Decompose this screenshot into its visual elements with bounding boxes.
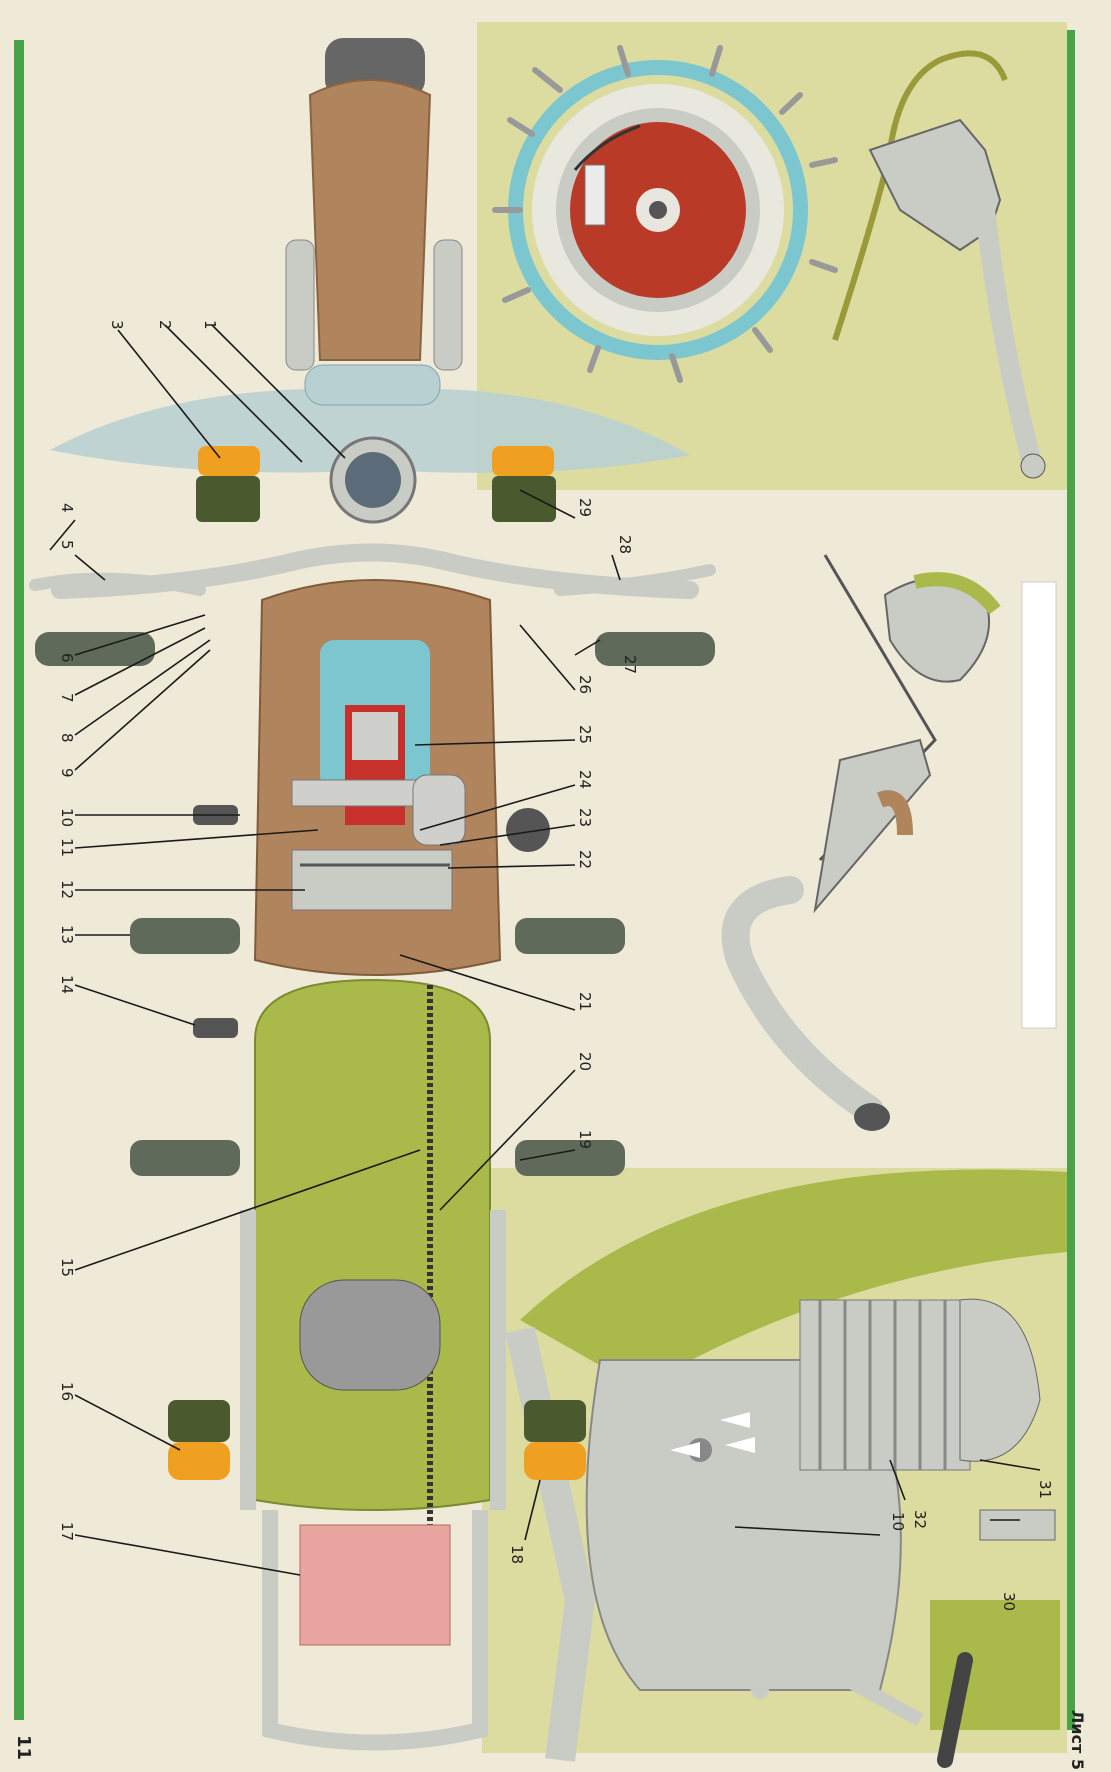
sheet-label: Лист 5	[1068, 1710, 1087, 1770]
right-grip	[595, 632, 715, 666]
front-fender	[308, 79, 432, 361]
callout-22: 22	[576, 850, 594, 869]
footpegs	[130, 805, 625, 1176]
callout-28: 28	[616, 535, 634, 554]
blank-label-box	[1021, 581, 1057, 1029]
callout-31: 31	[1036, 1480, 1054, 1499]
rear-hub	[299, 1279, 441, 1391]
callout-6: 6	[58, 653, 76, 663]
callout-7: 7	[58, 693, 76, 703]
fuel-tank	[520, 1169, 1067, 1388]
front-right-turn-signal	[492, 446, 556, 522]
left-border-strip	[14, 40, 24, 1720]
gear-lever-arm	[691, 1441, 769, 1699]
callout-23: 23	[576, 808, 594, 827]
callout-24: 24	[576, 770, 594, 789]
motorcycle-top-view	[29, 38, 716, 1751]
callout-16: 16	[58, 1382, 76, 1401]
cylinder-fins	[799, 1298, 1041, 1471]
callout-2: 2	[156, 320, 174, 330]
callout-15: 15	[58, 1258, 76, 1277]
callout-20: 20	[576, 1052, 594, 1071]
rear-mudguard	[299, 1524, 451, 1646]
callout-4: 4	[58, 503, 76, 513]
callout-29: 29	[576, 498, 594, 517]
cable-adjuster	[979, 1509, 1056, 1541]
callout-5: 5	[58, 540, 76, 550]
rear-brake-pedal-linkage-icon	[721, 554, 1001, 1131]
callout-25: 25	[576, 725, 594, 744]
drum-brake-assembly-icon	[492, 45, 838, 383]
front-left-turn-signal	[196, 446, 260, 522]
callout-10-inset: 10	[889, 1512, 907, 1531]
left-fork-leg	[285, 239, 315, 371]
leader-lines	[49, 324, 1041, 1576]
callout-26: 26	[576, 675, 594, 694]
callout-13: 13	[58, 925, 76, 944]
callout-32: 32	[911, 1510, 929, 1529]
callout-11: 11	[58, 838, 76, 857]
callout-30: 30	[1000, 1592, 1018, 1611]
right-border-strip	[1067, 30, 1075, 1730]
callout-19: 19	[576, 1130, 594, 1149]
engine-cutaway	[291, 640, 466, 911]
luggage-rack	[262, 1510, 488, 1751]
page-number: 11	[13, 1735, 34, 1760]
callout-labels: 1 2 3 4 5 6 7 8 9 10 11 12 13 14 15 16 1…	[58, 320, 1054, 1611]
rear-left-turn-signal	[168, 1400, 230, 1480]
rear-brake-pedal	[506, 808, 550, 852]
callout-12: 12	[58, 880, 76, 899]
callout-14: 14	[58, 975, 76, 994]
callout-8: 8	[58, 733, 76, 743]
front-brake-lever-icon	[832, 50, 1046, 479]
front-brake-lever	[554, 564, 716, 596]
rear-right-turn-signal	[524, 1400, 586, 1480]
right-fork-leg	[433, 239, 463, 371]
callout-1: 1	[201, 320, 219, 330]
rear-fender-seat	[254, 978, 491, 1511]
clutch-lever	[29, 572, 206, 596]
callout-17: 17	[58, 1522, 76, 1541]
callout-18: 18	[508, 1545, 526, 1564]
callout-3: 3	[108, 320, 126, 330]
drum-brake-inset	[477, 22, 1067, 490]
callout-9: 9	[58, 768, 76, 778]
callout-21: 21	[576, 992, 594, 1011]
callout-27: 27	[621, 655, 639, 674]
callout-10: 10	[58, 808, 76, 827]
